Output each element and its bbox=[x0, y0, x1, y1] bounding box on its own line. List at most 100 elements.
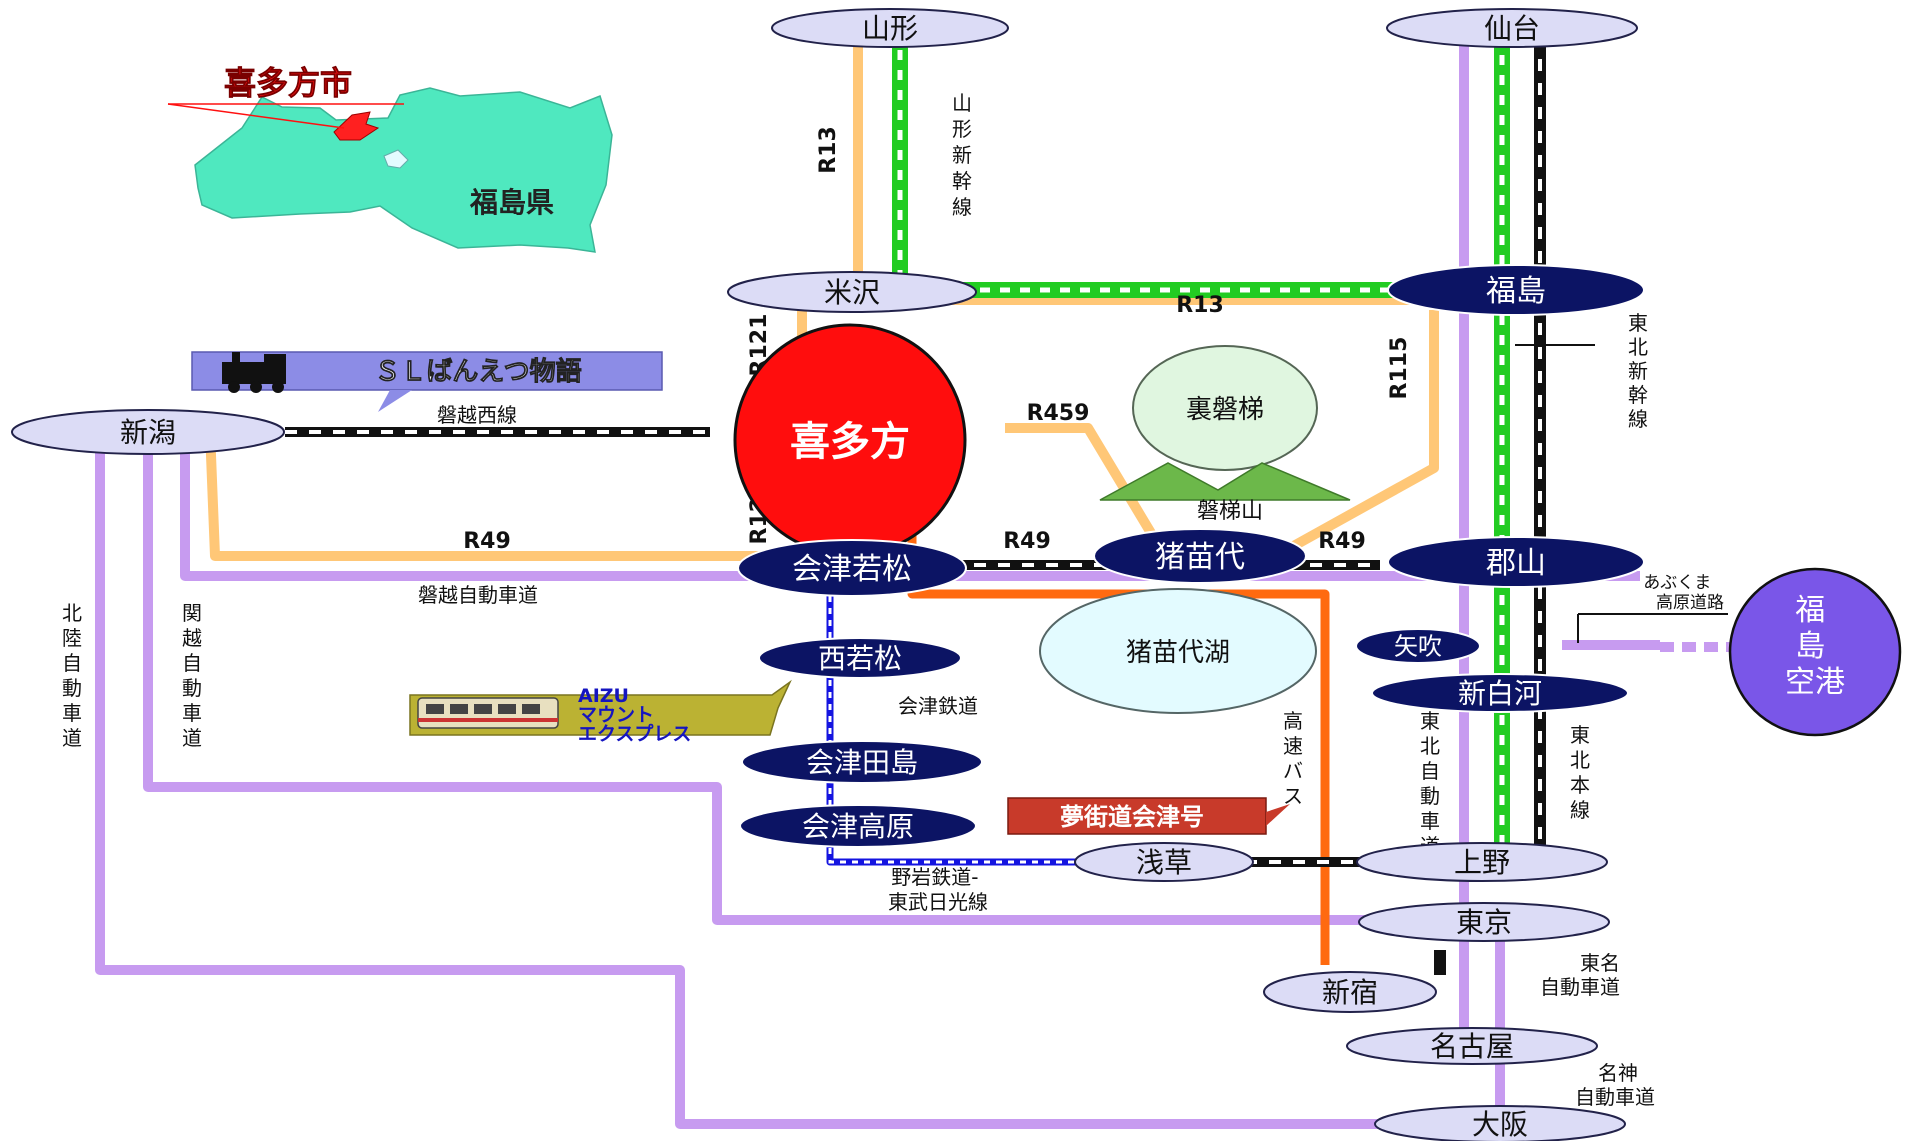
tohoku-main-line-label-char: 東 bbox=[1570, 723, 1590, 747]
yagan-tobu-label: 野岩鉄道- 東武日光線 bbox=[888, 865, 988, 914]
airport-line2: 島 bbox=[1795, 629, 1825, 664]
abukuma-line2: 高原道路 bbox=[1656, 593, 1724, 613]
station-yamagata-label: 山形 bbox=[862, 12, 918, 45]
station-tokyo[interactable]: 東京 bbox=[1358, 902, 1610, 942]
hokuriku-expressway-line bbox=[95, 430, 1390, 1129]
aizu-railway-line bbox=[826, 500, 1080, 866]
station-niigata[interactable]: 新潟 bbox=[11, 409, 285, 455]
aizu-railway-label: 会津鉄道 bbox=[898, 694, 978, 718]
kanetsu-expressway-label-char: 越 bbox=[182, 626, 202, 650]
yamagata-shinkansen-label-char: 幹 bbox=[952, 169, 972, 193]
abukuma-line1: あぶくま bbox=[1643, 573, 1711, 593]
hokuriku-expressway-label-char: 車 bbox=[62, 701, 82, 725]
tohoku-expressway-label-char: 自 bbox=[1420, 759, 1440, 783]
train-icon bbox=[417, 697, 559, 729]
highway-bus-label-char: 速 bbox=[1283, 734, 1303, 758]
station-nishiwakamatsu[interactable]: 西若松 bbox=[758, 637, 962, 679]
tohoku-main-line-label-char: 本 bbox=[1570, 773, 1590, 797]
tohoku-shinkansen-label-char: 東 bbox=[1628, 311, 1648, 335]
station-nagoya[interactable]: 名古屋 bbox=[1346, 1027, 1598, 1065]
tohoku-main-line-label: 東北本線 bbox=[1570, 723, 1590, 822]
prefecture-label: 福島県 bbox=[469, 186, 554, 219]
tomei-line1: 東名 bbox=[1580, 951, 1620, 975]
tohoku-expressway-label-char: 北 bbox=[1420, 734, 1440, 758]
kanetsu-expressway-label: 関越自動車道 bbox=[182, 601, 202, 750]
station-yamagata[interactable]: 山形 bbox=[771, 8, 1009, 48]
hokuriku-expressway-label-char: 自 bbox=[62, 651, 82, 675]
expressway-lines bbox=[95, 28, 1740, 1129]
kitakata-node[interactable]: 喜多方 bbox=[733, 323, 967, 557]
r49-line bbox=[205, 429, 760, 561]
tomei-expressway-label: 東名 自動車道 bbox=[1540, 951, 1626, 999]
kanetsu-expressway-label-char: 車 bbox=[182, 701, 202, 725]
station-fukushima-label: 福島 bbox=[1486, 274, 1546, 309]
abukuma-road-label: あぶくま 高原道路 bbox=[1643, 573, 1724, 613]
urabandai-area bbox=[1132, 345, 1318, 471]
airport-line1: 福 bbox=[1795, 593, 1825, 628]
hokuriku-expressway-label-char: 動 bbox=[62, 676, 82, 700]
airport-line3: 空港 bbox=[1785, 665, 1845, 700]
meishin-line1: 名神 bbox=[1598, 1061, 1638, 1085]
station-ueno[interactable]: 上野 bbox=[1356, 842, 1608, 882]
yamagata-shinkansen-label: 山形新幹線 bbox=[952, 91, 972, 219]
r49-mid-label: R49 bbox=[1003, 529, 1051, 554]
r13-east-label: R13 bbox=[1176, 293, 1224, 318]
tohoku-shinkansen-label-char: 北 bbox=[1628, 335, 1648, 359]
r13-north-label: R13 bbox=[816, 126, 841, 174]
station-shinjuku[interactable]: 新宿 bbox=[1263, 971, 1437, 1013]
tohoku-main-line-label-char: 北 bbox=[1570, 748, 1590, 772]
station-aizukogen[interactable]: 会津高原 bbox=[739, 804, 977, 848]
kanetsu-expressway-label-char: 動 bbox=[182, 676, 202, 700]
banetsu-west-line-label: 磐越西線 bbox=[437, 403, 517, 427]
r115-line bbox=[1287, 310, 1439, 553]
station-yonezawa-label: 米沢 bbox=[824, 276, 880, 309]
station-koriyama-label: 郡山 bbox=[1486, 546, 1546, 581]
station-shinshirakawa[interactable]: 新白河 bbox=[1371, 673, 1629, 713]
meishin-line2: 自動車道 bbox=[1575, 1085, 1655, 1109]
station-ueno-label: 上野 bbox=[1454, 846, 1510, 879]
hokuriku-expressway-label-char: 陸 bbox=[62, 626, 82, 650]
station-nagoya-label: 名古屋 bbox=[1430, 1030, 1514, 1063]
city-label: 喜多方市 bbox=[224, 64, 352, 102]
station-aizutajima[interactable]: 会津田島 bbox=[741, 740, 983, 784]
sl-banetsu-callout: ＳＬばんえつ物語 bbox=[191, 351, 663, 412]
kanetsu-expressway-label-char: 自 bbox=[182, 651, 202, 675]
tohoku-main-line bbox=[1434, 35, 1546, 975]
tohoku-shinkansen-label-char: 新 bbox=[1628, 359, 1648, 383]
tohoku-shinkansen-label: 東北新幹線 bbox=[1628, 311, 1648, 431]
station-asakusa-label: 浅草 bbox=[1136, 846, 1192, 879]
station-nodes: 山形仙台米沢福島新潟会津若松猪苗代郡山西若松矢吹新白河会津田島会津高原浅草上野東… bbox=[11, 8, 1645, 1141]
station-inawashiro[interactable]: 猪苗代 bbox=[1093, 528, 1307, 584]
prefecture-inset-map: 喜多方市 福島県 bbox=[167, 64, 613, 253]
urabandai-label: 裏磐梯 bbox=[1186, 395, 1264, 425]
yamagata-shinkansen-label-char: 線 bbox=[952, 195, 972, 219]
station-osaka[interactable]: 大阪 bbox=[1374, 1105, 1626, 1141]
yagan-tobu-line1: 野岩鉄道- bbox=[891, 865, 978, 889]
tohoku-shinkansen-label-char: 線 bbox=[1628, 407, 1648, 431]
station-yonezawa[interactable]: 米沢 bbox=[727, 271, 977, 313]
lake-inawashiro-label: 猪苗代湖 bbox=[1126, 638, 1230, 668]
station-sendai[interactable]: 仙台 bbox=[1386, 8, 1638, 48]
station-inawashiro-label: 猪苗代 bbox=[1155, 540, 1245, 575]
station-fukushima[interactable]: 福島 bbox=[1387, 264, 1645, 316]
fukushima-airport-label: 福 島 空港 bbox=[1785, 593, 1845, 700]
station-asakusa[interactable]: 浅草 bbox=[1074, 842, 1254, 882]
bandaisan-label: 磐梯山 bbox=[1197, 499, 1263, 524]
station-shinshirakawa-label: 新白河 bbox=[1458, 677, 1542, 710]
station-sendai-label: 仙台 bbox=[1484, 12, 1540, 45]
r49-east-label: R49 bbox=[1318, 529, 1366, 554]
station-shinjuku-label: 新宿 bbox=[1322, 976, 1378, 1009]
highway-bus-label-char: ス bbox=[1283, 784, 1303, 808]
kanetsu-expressway-label-char: 関 bbox=[182, 601, 202, 625]
yamagata-shinkansen-line bbox=[892, 30, 1440, 298]
yume-kaido-label: 夢街道会津号 bbox=[1060, 803, 1204, 831]
fukushima-airport-node[interactable]: 福 島 空港 bbox=[1728, 567, 1902, 737]
banetsu-expressway-label: 磐越自動車道 bbox=[418, 583, 538, 607]
tohoku-expressway-label-char: 動 bbox=[1420, 784, 1440, 808]
tomei-line2: 自動車道 bbox=[1540, 975, 1620, 999]
station-koriyama[interactable]: 郡山 bbox=[1387, 536, 1645, 588]
station-yabuki[interactable]: 矢吹 bbox=[1355, 628, 1481, 664]
aizu-mount-express-callout: AIZU マウント エクスプレス bbox=[409, 679, 792, 745]
station-aizuwakamatsu[interactable]: 会津若松 bbox=[737, 539, 967, 597]
